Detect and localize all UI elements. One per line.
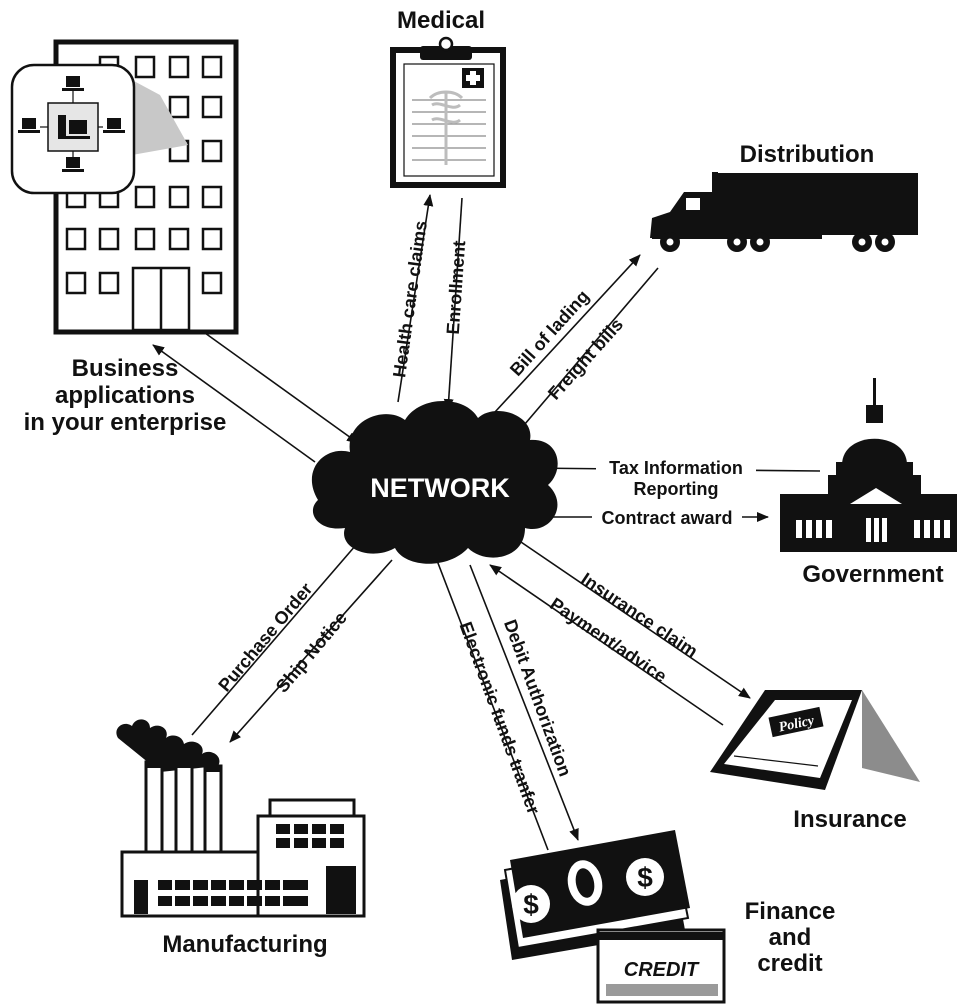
network-cloud: NETWORK	[311, 400, 558, 564]
contract-label-backdrop	[592, 504, 742, 530]
medical-label: Medical	[397, 7, 485, 34]
insurance-label: Insurance	[793, 806, 906, 833]
tax-label-backdrop	[596, 452, 756, 498]
arrow-to-network-from-distribution	[512, 267, 659, 439]
arrow-to-network-from-finance	[427, 536, 549, 851]
enterprise-label-line2: applications	[55, 382, 195, 409]
enterprise-label: Business applications in your enterprise	[24, 355, 227, 436]
flow-lines	[152, 194, 821, 851]
medical-clipboard-illustration	[390, 36, 506, 188]
arrow-to-insurance	[517, 539, 751, 699]
arrow-to-network-from-enterprise	[204, 332, 359, 444]
distribution-truck-illustration	[650, 172, 918, 252]
flow-label-enrollment: Enrollment	[443, 240, 470, 335]
arrow-to-network-from-insurance	[489, 564, 724, 726]
government-capitol-illustration	[780, 378, 957, 552]
finance-label: Finance and credit	[745, 898, 836, 977]
arrow-to-enterprise	[152, 344, 316, 463]
flow-label-tax-information-line2: Reporting	[634, 479, 719, 499]
credit-card-illustration: CREDIT	[596, 928, 726, 1004]
enterprise-label-line3: in your enterprise	[24, 409, 227, 436]
arrow-to-manufacturing	[229, 559, 393, 743]
credit-card-text: CREDIT	[624, 959, 700, 981]
manufacturing-label: Manufacturing	[162, 931, 327, 958]
insurance-policy-illustration: Policy	[710, 690, 920, 790]
network-label: NETWORK	[370, 473, 510, 503]
manufacturing-factory-illustration	[116, 719, 366, 918]
enterprise-label-line1: Business	[72, 355, 179, 382]
government-label: Government	[802, 561, 943, 588]
arrow-to-network-from-medical	[443, 197, 463, 411]
flow-label-tax-information-line1: Tax Information	[609, 458, 743, 478]
arrow-to-distribution	[494, 254, 641, 413]
flow-label-health-care-claims: Health care claims	[389, 219, 431, 378]
arrow-to-medical	[397, 194, 434, 403]
svg-text:$: $	[523, 889, 539, 920]
finance-label-line2: and	[769, 924, 812, 951]
flow-label-payment-advice: Payment/advice	[546, 594, 670, 687]
arrow-to-finance	[469, 564, 579, 841]
finance-label-line1: Finance	[745, 898, 836, 925]
flow-label-insurance-claim: Insurance claim	[577, 569, 701, 662]
arrow-to-network-from-manufacturing	[191, 537, 363, 736]
svg-text:$: $	[637, 862, 653, 893]
finance-label-line3: credit	[757, 950, 822, 977]
enterprise-building-illustration	[10, 39, 239, 335]
insurance-policy-text: Policy	[777, 713, 816, 735]
flow-label-contract-award: Contract award	[601, 508, 732, 528]
distribution-label: Distribution	[740, 141, 875, 168]
